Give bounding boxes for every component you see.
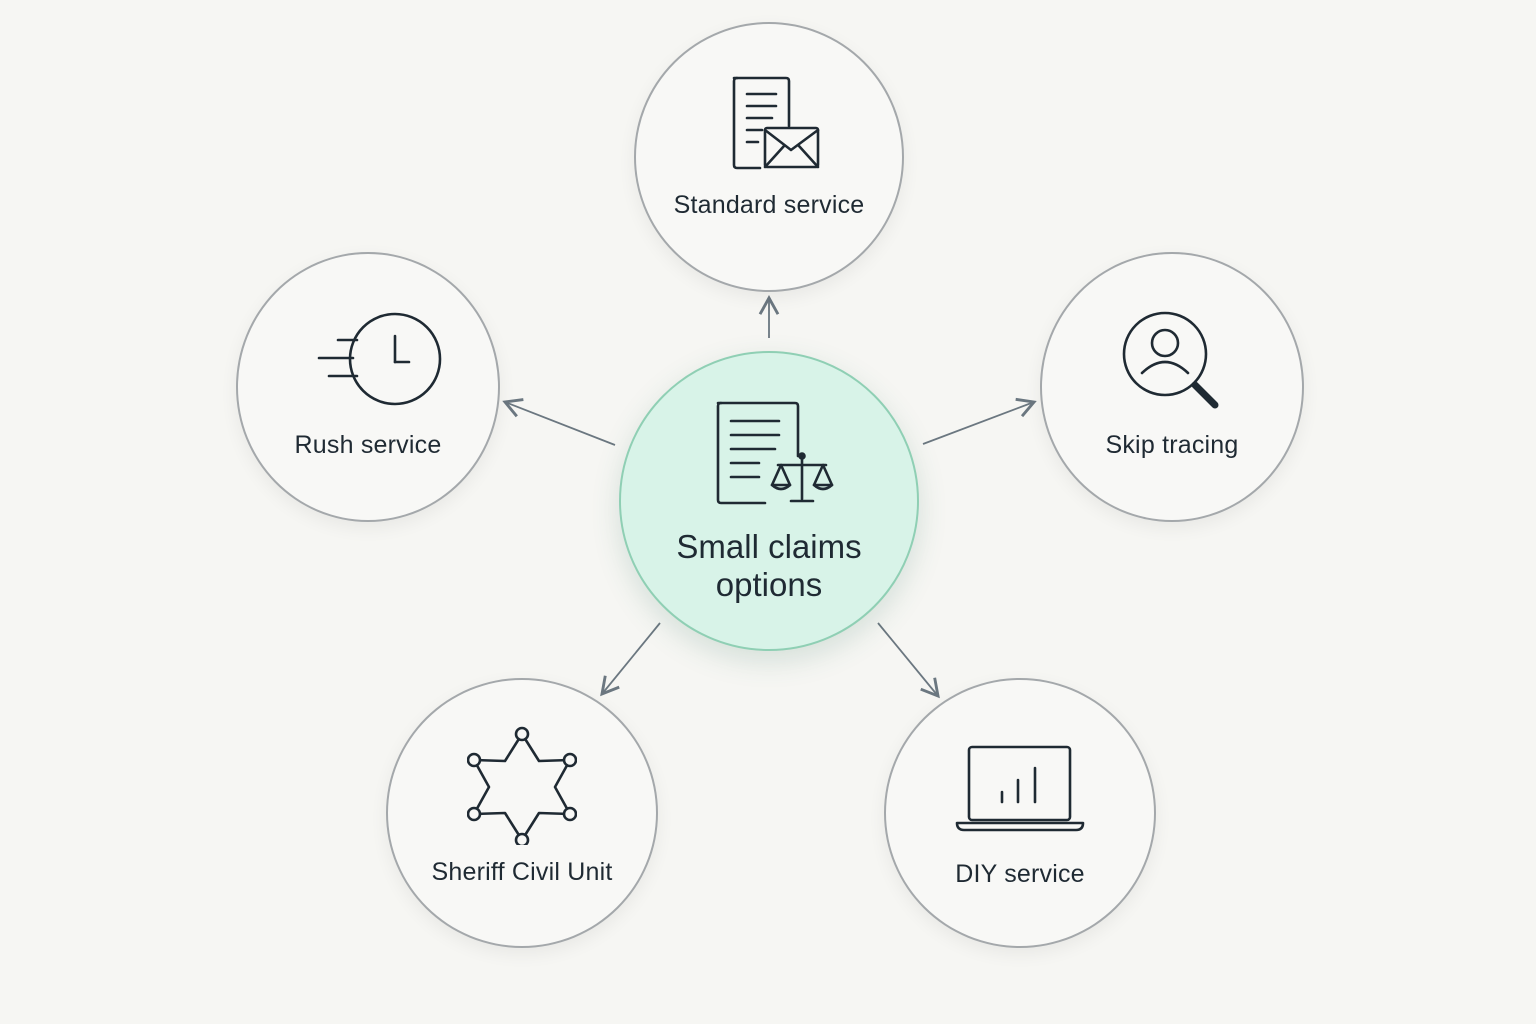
- option-diy-service[interactable]: DIY service: [884, 678, 1156, 948]
- option-label: DIY service: [955, 860, 1085, 888]
- laptop-chart-icon: [955, 745, 1085, 832]
- center-label: Small claims options: [676, 528, 862, 603]
- document-envelope-icon: [732, 76, 820, 170]
- sheriff-star-icon: [467, 726, 577, 845]
- option-standard-service[interactable]: Standard service: [634, 22, 904, 292]
- option-skip-tracing[interactable]: Skip tracing: [1040, 252, 1304, 522]
- option-label: Sheriff Civil Unit: [431, 858, 613, 886]
- option-label: Rush service: [294, 431, 442, 459]
- arrow-to-skip: [922, 397, 1037, 445]
- person-search-icon: [1122, 311, 1219, 409]
- option-label: Standard service: [673, 191, 865, 219]
- center-node-small-claims[interactable]: Small claims options: [619, 351, 919, 651]
- arrow-to-diy: [877, 622, 940, 699]
- option-rush-service[interactable]: Rush service: [236, 252, 500, 522]
- fast-clock-icon: [317, 312, 442, 406]
- option-sheriff-civil-unit[interactable]: Sheriff Civil Unit: [386, 678, 658, 948]
- arrow-to-sheriff: [600, 622, 661, 697]
- document-scales-icon: [716, 401, 834, 505]
- option-label: Skip tracing: [1105, 431, 1239, 459]
- arrow-to-rush: [502, 398, 616, 446]
